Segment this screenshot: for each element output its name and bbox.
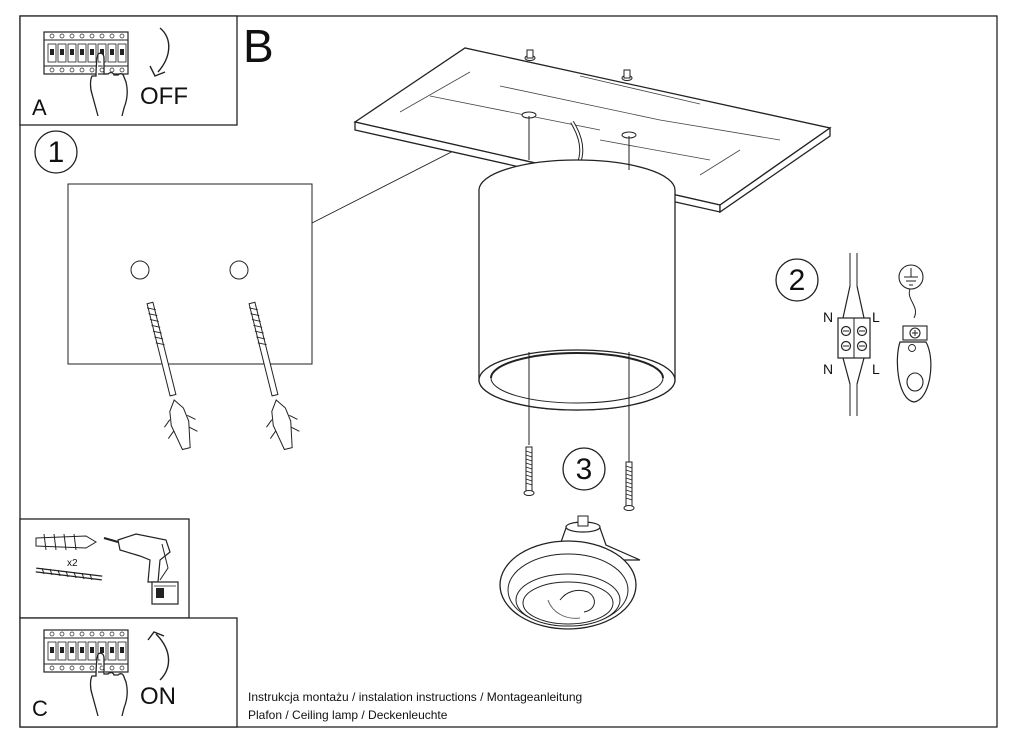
live-label-bottom: L: [872, 361, 880, 377]
step-2-number: 2: [789, 264, 806, 297]
arrow-up-icon: [155, 633, 170, 681]
panel-a-power-off: A OFF: [19, 15, 238, 126]
screw-and-dowel-left: [146, 301, 198, 451]
panel-b-letter: B: [243, 20, 274, 72]
power-drill-icon: [103, 533, 179, 605]
product-caption: Plafon / Ceiling lamp / Deckenleuchte: [248, 708, 448, 722]
light-source-module: [499, 515, 641, 630]
panel-c-power-on: C ON: [19, 617, 238, 728]
terminal-block-diagram: N L N L: [823, 253, 880, 416]
drilling-detail-box: [67, 116, 521, 451]
panel-c-letter: C: [32, 696, 48, 721]
wall-plug-icon: [35, 533, 97, 551]
step-3-badge: 3: [562, 447, 606, 491]
instructions-caption: Instrukcja montażu / instalation instruc…: [248, 690, 582, 704]
neutral-label-bottom: N: [823, 361, 833, 377]
breaker-box-icon: [43, 629, 129, 673]
breaker-box-icon: [43, 31, 129, 75]
screw-icon: [35, 567, 103, 581]
step-2-badge: 2: [775, 258, 819, 302]
quantity-label: x2: [67, 558, 78, 569]
mounting-screw-left: [523, 446, 535, 496]
lamp-cylinder-body: [478, 116, 676, 462]
off-label: OFF: [140, 83, 188, 110]
live-label-top: L: [872, 309, 880, 325]
tools-panel: x2: [19, 518, 190, 619]
panel-a-letter: A: [32, 95, 47, 120]
step-1-number: 1: [48, 136, 65, 169]
screw-and-dowel-right: [248, 301, 300, 451]
arrow-down-icon: [157, 27, 170, 73]
step-3-number: 3: [576, 453, 593, 486]
mounting-screw-right: [623, 461, 635, 511]
sheet-border: [19, 15, 998, 728]
ground-connection-diagram: [896, 264, 932, 403]
on-label: ON: [140, 683, 176, 710]
neutral-label-top: N: [823, 309, 833, 325]
step-1-badge: 1: [34, 130, 78, 174]
